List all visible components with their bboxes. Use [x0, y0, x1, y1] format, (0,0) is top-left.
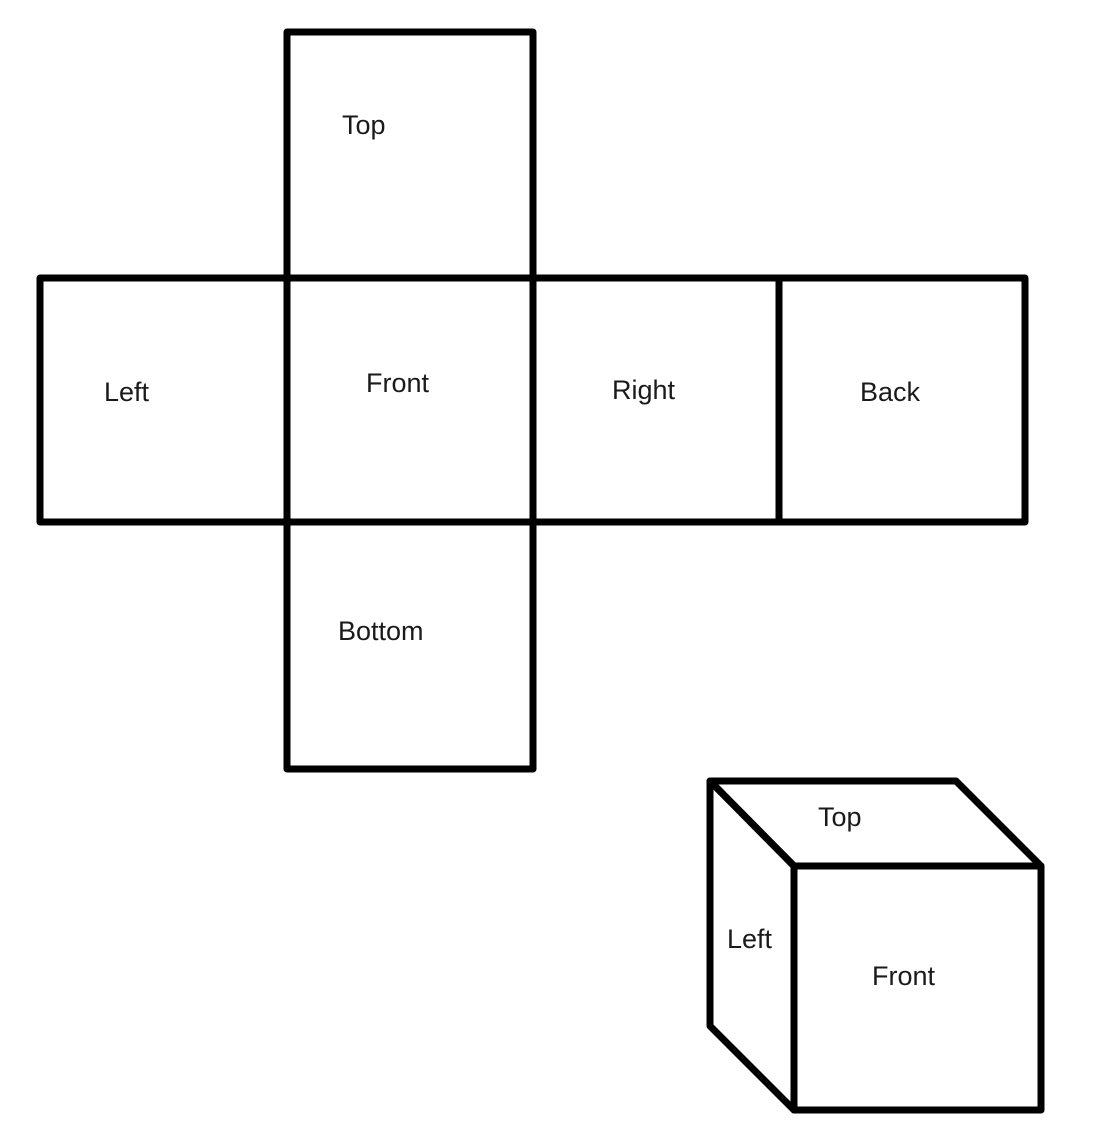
cube-label-top: Top [818, 802, 862, 832]
net-face-top [283, 28, 537, 282]
net-label-bottom: Bottom [338, 616, 424, 646]
net-face-back [775, 274, 1029, 526]
cube-face-front [790, 862, 1045, 1114]
cube-net: Top Left Front Right Back Bottom [36, 28, 1029, 773]
net-label-left: Left [104, 377, 150, 407]
net-label-back: Back [860, 377, 921, 407]
net-label-front: Front [366, 368, 430, 398]
assembled-cube: Top Left Front [706, 777, 1045, 1114]
net-face-left [36, 274, 291, 526]
net-face-bottom [283, 518, 537, 773]
cube-label-front: Front [872, 961, 936, 991]
cube-face-top [706, 777, 1045, 870]
cube-label-left: Left [727, 924, 773, 954]
net-face-front [283, 274, 537, 526]
net-label-right: Right [612, 375, 676, 405]
net-label-top: Top [342, 110, 386, 140]
